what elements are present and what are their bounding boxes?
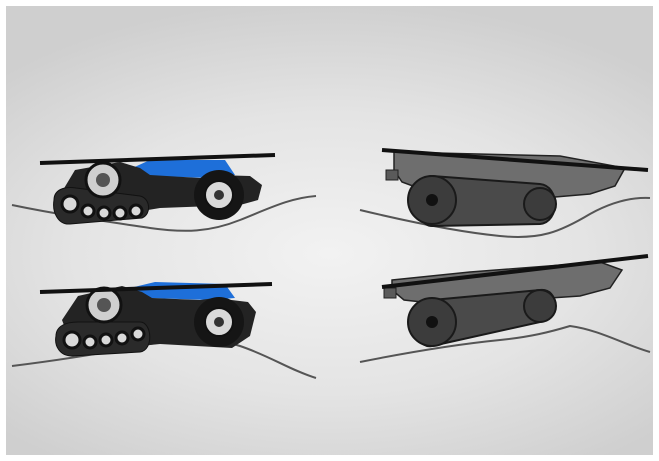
- main-wheel-hub: [214, 317, 224, 327]
- section-bracket: [383, 287, 397, 299]
- main-wheel-hub: [214, 190, 224, 200]
- road-wheels: [62, 326, 146, 350]
- deck-plate: [39, 282, 273, 294]
- ground-line: [359, 324, 651, 363]
- sprocket-hub: [426, 194, 438, 206]
- side-view-bottom: [11, 282, 317, 379]
- drive-hub-center: [97, 298, 111, 312]
- deck-plate: [381, 254, 649, 289]
- section-bracket: [385, 169, 399, 181]
- section-view-bottom: [359, 254, 651, 363]
- sprocket-hub: [426, 316, 438, 328]
- ground-line: [359, 196, 651, 238]
- section-view-top: [359, 148, 651, 238]
- side-view-top: [11, 153, 317, 232]
- deck-plate: [39, 153, 276, 165]
- idler-wheel: [523, 289, 557, 323]
- idler-wheel: [523, 187, 557, 221]
- deck-plate: [381, 148, 649, 172]
- road-wheels: [60, 194, 144, 221]
- drive-hub-center: [96, 173, 110, 187]
